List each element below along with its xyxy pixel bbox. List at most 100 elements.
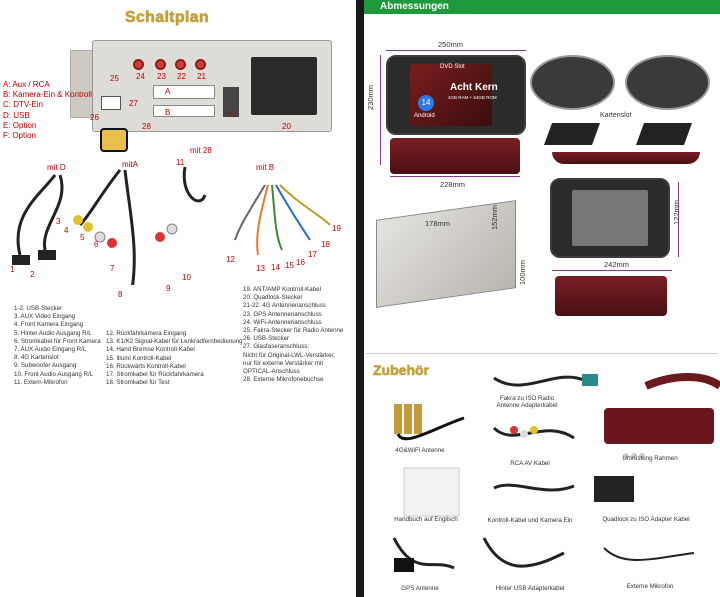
part-3: 3. AUX Video Eingang [14,313,76,321]
part-27: 27. Glasfaseranschluss: [243,343,310,351]
android-version-badge: 14 [418,95,434,111]
label-21: 21 [197,72,206,81]
dim-242: 242mm [604,260,630,269]
acc-quadlock-cap: Quadlock zu ISO Adapter Kabel [602,516,690,523]
port-21 [195,59,206,70]
control-wire-3 [271,184,283,251]
wood-trim-front [390,138,520,174]
mic-cable [182,166,207,203]
screen-dvd-slot: DVD Slot [440,64,465,70]
dim-line-right [678,182,679,257]
kartenslot-closeup-left [530,55,615,110]
control-wire-2 [256,184,269,256]
dim-152: 152mm [490,204,499,230]
dim-228: 228mm [440,180,466,189]
port-a [153,85,215,99]
screen-android-label: Android [414,113,435,119]
cable-num-4: 4 [64,226,69,235]
wood-frame-2 [555,276,667,316]
cable-num-8: 8 [118,290,123,299]
cable-num-10: 10 [182,273,191,282]
part-27-note-1: Nicht für Original-LWL-Verstärker, [243,351,336,359]
part-5: 5. Hinter Audio Ausgang R/L [14,329,92,337]
acc-frame-cap: Umrüstung Rahmen [622,455,678,462]
part-21-22: 21-22. 4G Antennenanschluss [243,302,326,310]
acc-rca-cap: RCA AV Kabel [510,460,550,467]
zubehoer-title: Zubehör [373,362,429,378]
acc-usb-cap: Hinter USB Adapterkabel [495,585,565,592]
dim-230: 230mm [366,84,375,110]
part-6: 6. Stromkabel für Front Kamera [14,337,101,345]
dim-122: 122mm [672,199,681,225]
acc-manual-cap: Handbuch auf Englisch [394,516,458,523]
rca-red-plug-2 [155,232,165,242]
label-20: 20 [282,122,291,131]
kartenslot-closeup-right [625,55,710,110]
part-26: 26. USB-Stecker [243,335,290,343]
part-1-2: 1-2. USB-Stecker [14,305,63,312]
usb-adapter-cable [482,537,565,568]
wood-top-trim [552,152,700,164]
cable-num-7: 7 [110,264,115,273]
rca-av-cable [492,426,575,440]
part-4: 4. Front Kamera Eingang [14,321,84,329]
port-legend: A: Aux / RCA B: Kamera-Ein & Kontroll C:… [3,80,92,141]
acc-antenna-cap: 4G&WiFi Antenne [395,447,445,454]
rca-white-plug [94,231,106,243]
usb-highlight-icon [100,128,128,152]
cable-num-17: 17 [308,250,317,259]
cable-num-19: 19 [332,224,341,233]
port-24 [133,59,144,70]
part-10: 10. Front Audio Ausgang R/L [14,370,94,378]
cable-num-11: 11 [176,158,185,167]
fakra-cable [493,375,585,387]
usb-cable-1 [16,174,57,256]
panel-divider [356,0,364,597]
part-11: 11. Extern-Mikrofon [14,378,68,386]
cable-num-13: 13 [256,264,265,273]
section-separator [366,353,718,354]
parts-list-col1: 1-2. USB-Stecker 3. AUX Video Eingang 4.… [14,305,101,387]
dim-line-242 [552,270,672,271]
cable-num-12: 12 [226,255,235,264]
mit-d-label: mit D [47,163,66,172]
label-b: B [165,108,171,117]
label-22: 22 [177,72,186,81]
gps-puck [394,558,414,572]
label-24: 24 [136,72,145,81]
control-cable [493,483,575,492]
cable-num-6: 6 [94,240,99,249]
legend-c: C: DTV-Ein [3,100,44,110]
usb-plug-1 [12,255,30,265]
acc-fakra-cap-1: Fakra zu ISO Radio [499,395,555,402]
schaltplan-title: Schaltplan [125,9,209,26]
schaltplan-panel: Schaltplan 24 23 22 21 25 27 26 28 20 A … [0,0,356,597]
dim-178: 178mm [425,219,451,228]
rca-cable-yellow [78,169,122,227]
acc-mic-cap: Externe Mikrofon [626,583,674,590]
unit-side-bracket [70,50,96,118]
cable-num-14: 14 [271,263,280,272]
part-23: 23. GPS Antennenanschluss [243,310,322,318]
part-16: 16. Rückwärts Kontroll-Kabel [106,362,186,370]
cable-num-3: 3 [56,217,61,226]
label-a: A [165,87,171,96]
mit-28-label: mit 28 [190,146,212,155]
control-wire-5 [279,184,331,226]
abmessungen-title: Abmessungen [380,1,449,12]
port-22 [175,59,186,70]
cable-num-9: 9 [166,284,171,293]
dim-250: 250mm [438,40,464,49]
kartenslot-label: Kartenslot [600,112,632,119]
legend-e: E: Option [3,120,37,130]
screen-acht-kern: Acht Kern [450,82,498,93]
legend-f: F: Option [3,131,36,141]
dim-100: 100mm [518,259,527,285]
usb-port [101,96,121,110]
rca-red-plug [107,238,117,248]
part-7: 7. AUX Audio Eingang R/L [14,346,87,354]
acc-fakra-cap-2: Antenne Adapterkabel [496,402,558,409]
cable-num-5: 5 [80,233,85,242]
manual-booklet [403,467,460,517]
usb-plug-2 [38,250,56,260]
